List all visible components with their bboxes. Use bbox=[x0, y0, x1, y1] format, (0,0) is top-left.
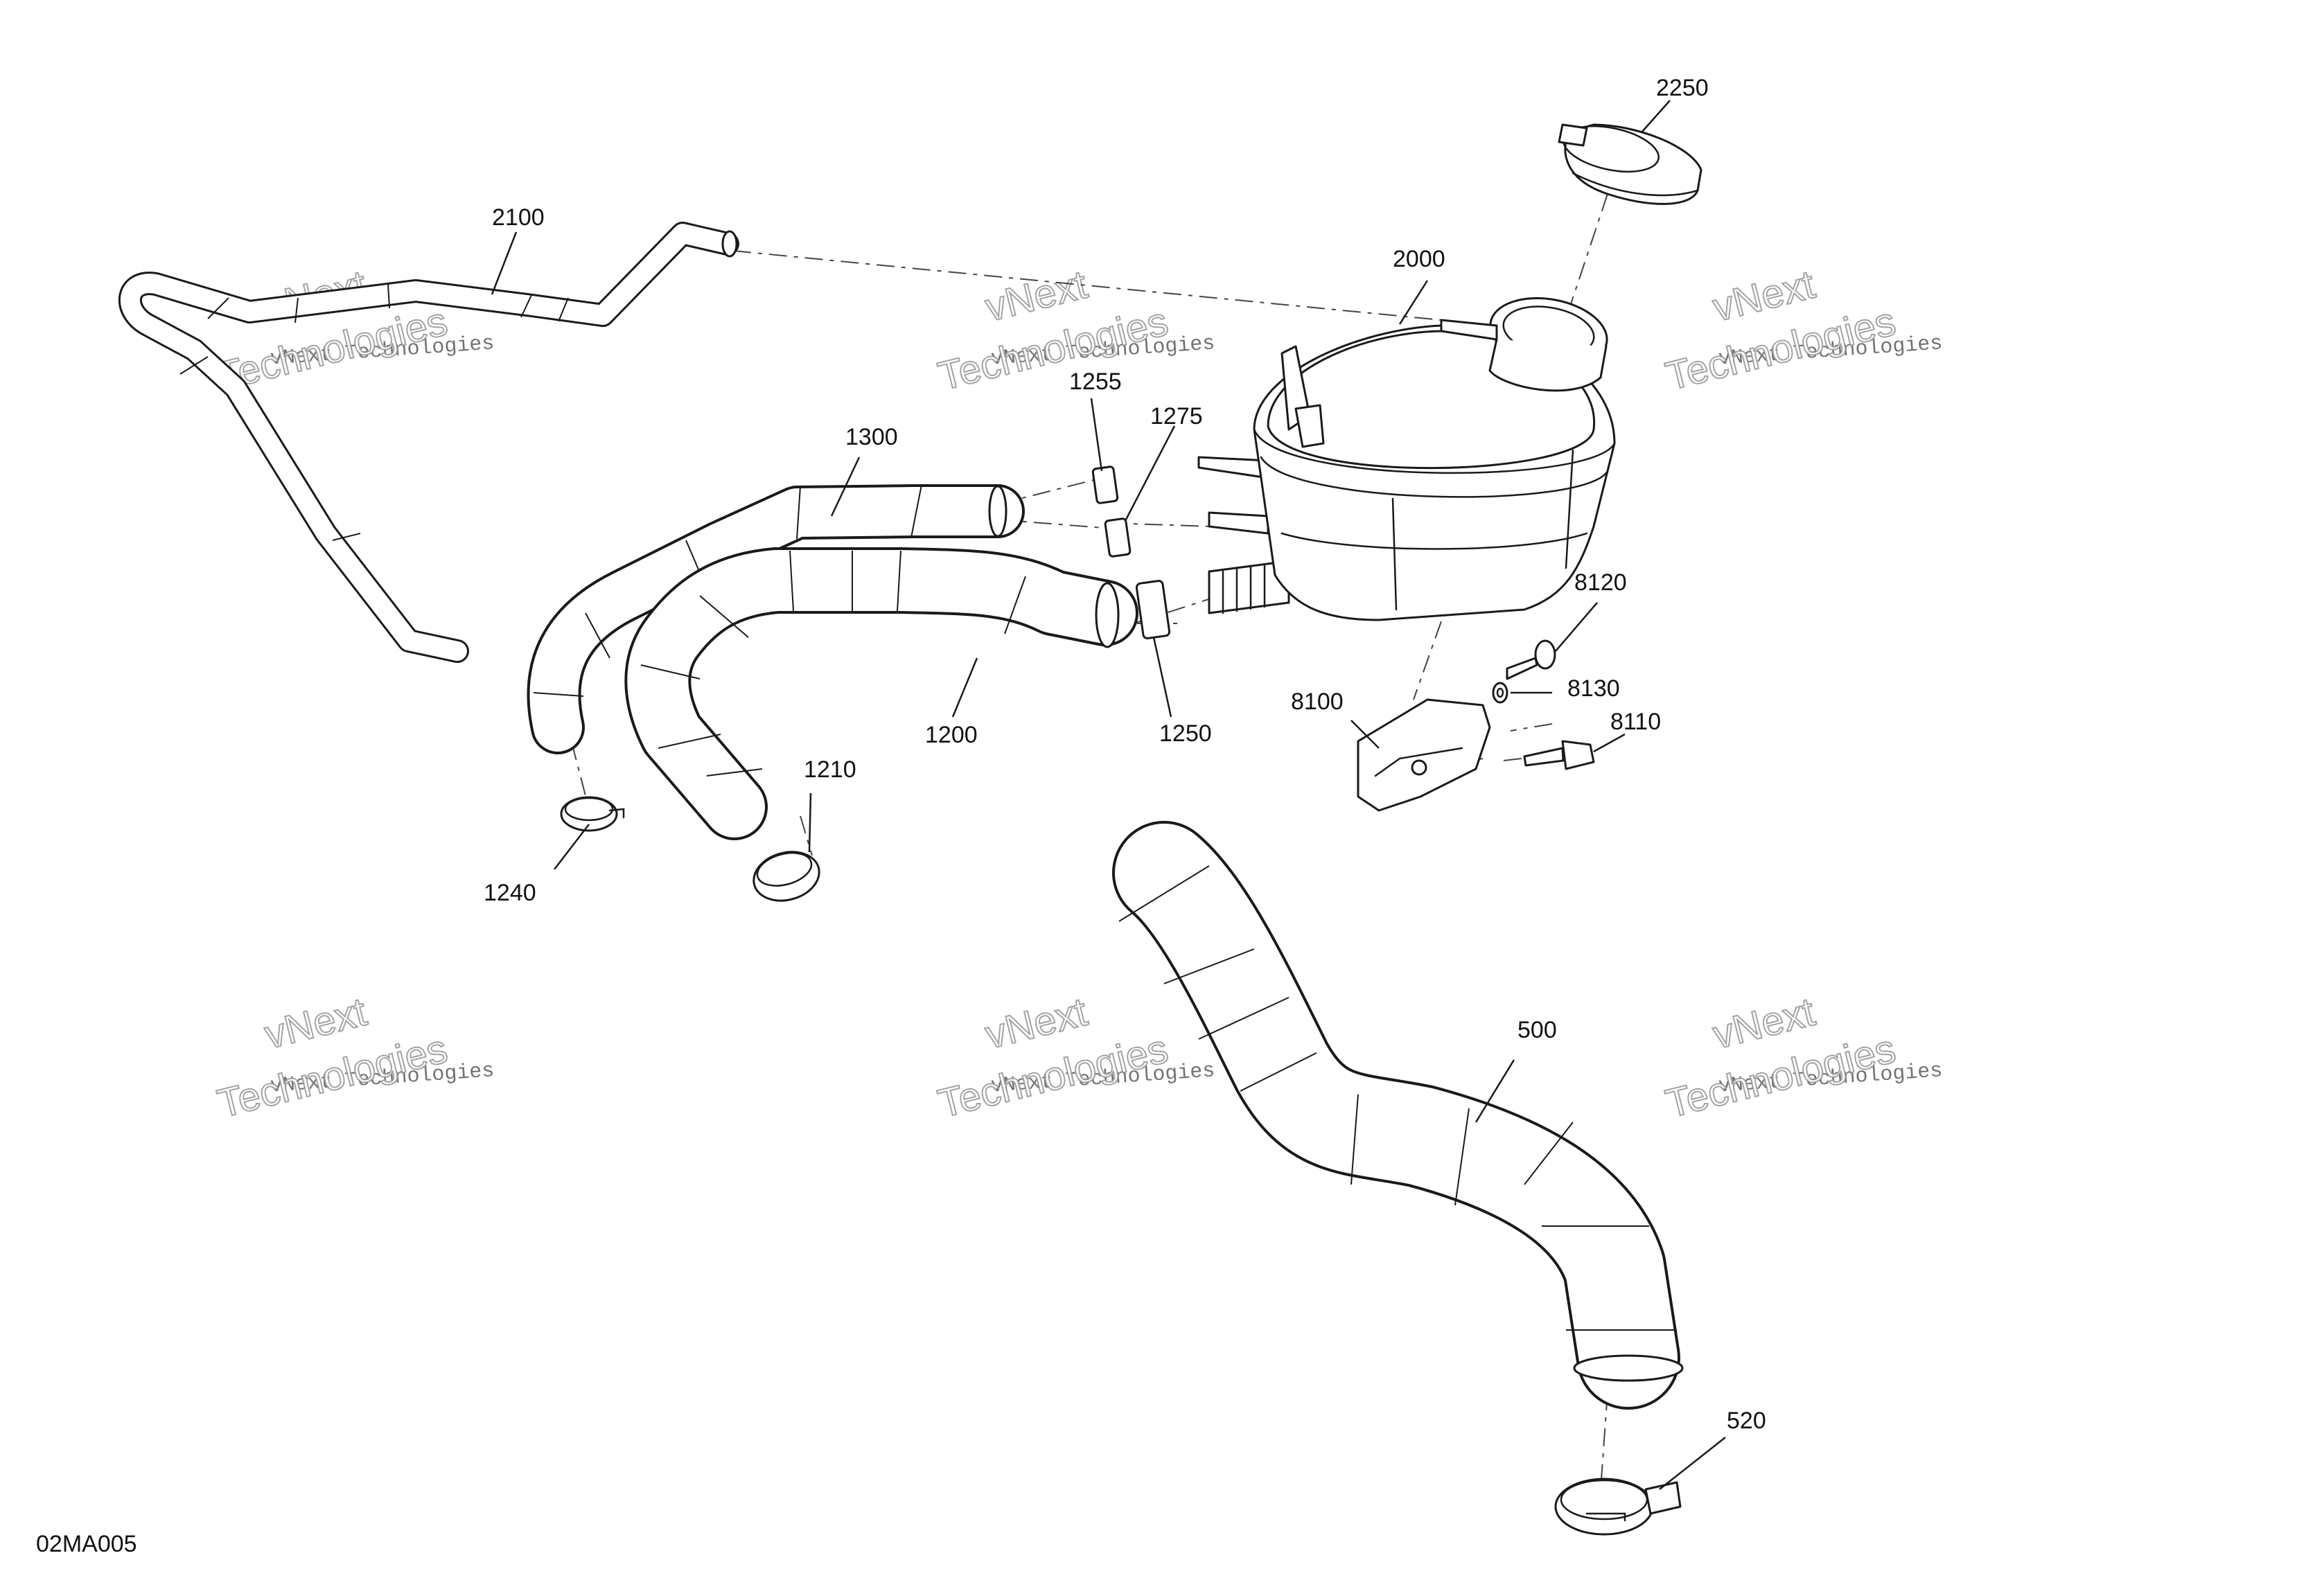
bolt-8110 bbox=[1523, 740, 1595, 770]
leader-lines bbox=[491, 100, 1726, 1490]
coolant-tank-2000 bbox=[1197, 296, 1616, 621]
callout-1275: 1275 bbox=[1150, 403, 1203, 429]
sleeve-1275 bbox=[1104, 517, 1132, 558]
callout-520: 520 bbox=[1727, 1408, 1766, 1434]
callout-1210: 1210 bbox=[804, 756, 856, 783]
callout-8110: 8110 bbox=[1610, 709, 1661, 735]
washer-8130 bbox=[1492, 682, 1508, 704]
hose-1200 bbox=[624, 547, 1138, 840]
callout-1250: 1250 bbox=[1159, 720, 1212, 747]
watermark-mid-right: vNext vNext Technologies Technologies bbox=[1661, 988, 1944, 1127]
callout-2100: 2100 bbox=[492, 204, 545, 231]
callout-1200: 1200 bbox=[925, 722, 978, 748]
callout-1255: 1255 bbox=[1069, 369, 1122, 395]
sleeve-1250 bbox=[1135, 580, 1171, 639]
hose-1300 bbox=[527, 484, 1025, 754]
callout-8130: 8130 bbox=[1567, 675, 1620, 702]
watermark-top-right: vNext vNext Technologies Technologies bbox=[1661, 261, 1944, 400]
callout-8100: 8100 bbox=[1291, 689, 1344, 715]
watermark-mid-left: vNext vNext Technologies Technologies bbox=[213, 988, 495, 1127]
callout-1240: 1240 bbox=[484, 880, 536, 906]
clamp-1210 bbox=[752, 851, 820, 902]
assembly-lines bbox=[571, 193, 1608, 1490]
callout-1300: 1300 bbox=[845, 424, 898, 450]
callout-8120: 8120 bbox=[1574, 569, 1627, 596]
clamp-1240 bbox=[560, 796, 625, 832]
sleeve-1255 bbox=[1091, 466, 1119, 504]
figure-id: 02MA005 bbox=[36, 1531, 137, 1557]
bracket-8100 bbox=[1357, 698, 1491, 812]
callout-labels: 2100 2000 2250 1255 1275 1300 1200 1250 … bbox=[484, 75, 1766, 1434]
clamp-520 bbox=[1554, 1478, 1682, 1536]
callout-2000: 2000 bbox=[1393, 246, 1445, 272]
hose-500 bbox=[1112, 821, 1684, 1410]
callout-500: 500 bbox=[1517, 1017, 1557, 1043]
bolt-8120 bbox=[1506, 639, 1556, 680]
cap-2250 bbox=[1558, 123, 1702, 205]
watermark-mid-center: vNext vNext Technologies Technologies bbox=[933, 988, 1216, 1127]
vent-hose-2100 bbox=[118, 222, 739, 663]
callout-2250: 2250 bbox=[1656, 75, 1709, 101]
